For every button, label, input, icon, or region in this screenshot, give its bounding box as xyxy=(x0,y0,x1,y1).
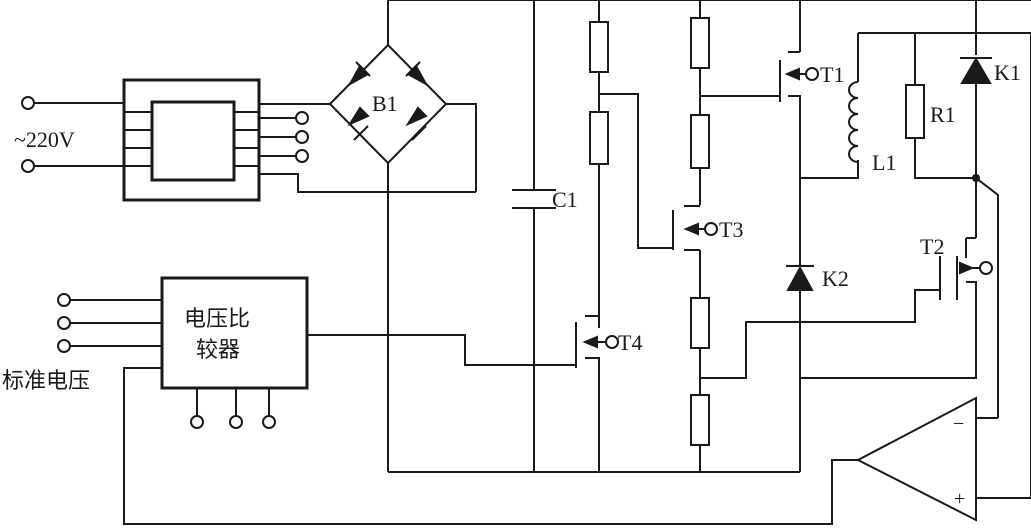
inductor-label: L1 xyxy=(872,150,896,175)
bridge-label: B1 xyxy=(372,91,398,116)
transistor-t3 xyxy=(672,205,718,251)
t1-label: T1 xyxy=(820,62,844,87)
k2-label: K2 xyxy=(822,266,849,291)
transistor-t4 xyxy=(307,315,619,472)
opamp-minus-label: − xyxy=(953,413,964,435)
reference-voltage-label: 标准电压 xyxy=(2,369,90,394)
ac-input xyxy=(21,96,124,173)
diode-k2 xyxy=(786,178,814,472)
comparator-label-line2: 较器 xyxy=(196,338,240,363)
op-amp xyxy=(123,33,1031,525)
inductor-l1 xyxy=(800,33,859,179)
t4-label: T4 xyxy=(618,330,642,355)
comparator-label-line1: 电压比 xyxy=(184,307,250,332)
capacitor-c1 xyxy=(512,0,556,472)
transformer xyxy=(122,78,476,202)
t2-label: T2 xyxy=(920,234,944,259)
k1-label: K1 xyxy=(994,60,1021,85)
ac-input-label: ~220V xyxy=(14,127,75,152)
transistor-t2 xyxy=(800,238,993,379)
capacitor-label: C1 xyxy=(552,187,578,212)
resistor-column-1 xyxy=(589,0,673,315)
opamp-plus-label: + xyxy=(954,488,965,510)
resistor-label: R1 xyxy=(930,102,956,127)
transistor-t1 xyxy=(779,0,819,178)
resistor-column-2 xyxy=(690,0,940,472)
output-network xyxy=(858,0,1031,418)
bridge-rectifier xyxy=(328,0,477,472)
voltage-comparator xyxy=(57,276,309,429)
t3-label: T3 xyxy=(719,217,743,242)
